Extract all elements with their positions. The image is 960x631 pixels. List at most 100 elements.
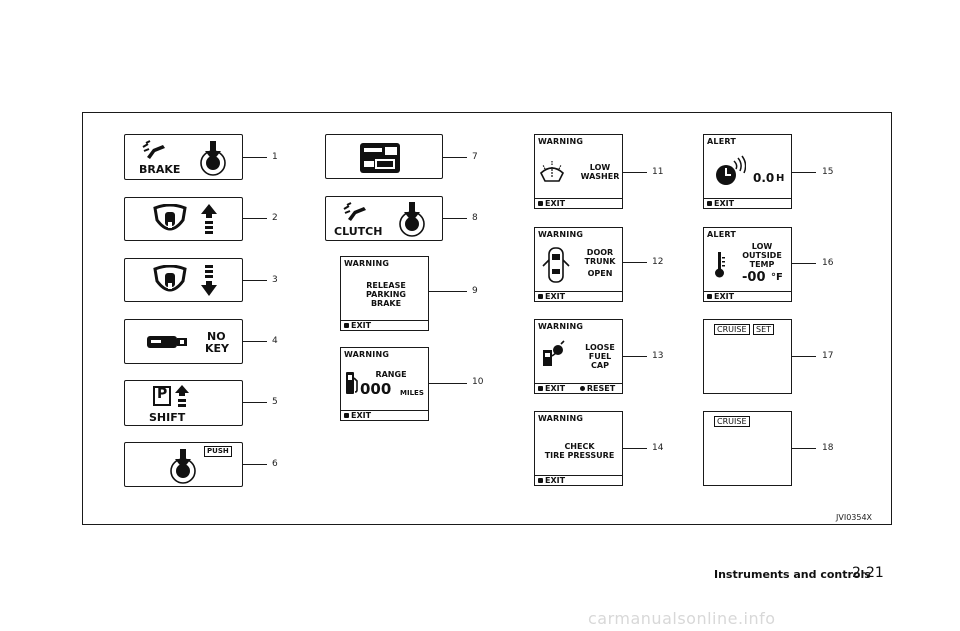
leader-line-6 [243, 464, 267, 465]
arrow-down-icon [201, 265, 217, 296]
leader-line-3 [243, 280, 267, 281]
exit-label: EXIT [714, 292, 735, 301]
warning-loose-fuel-cap: WARNING LOOSE FUEL CAP EXIT RESET [534, 319, 623, 394]
callout-1: 1 [272, 152, 278, 162]
leader-line-5 [243, 402, 267, 403]
warning-header: WARNING [538, 137, 584, 146]
exit-label: EXIT [351, 321, 372, 330]
callout-4: 4 [272, 336, 278, 346]
indicator-key-battery: E [325, 134, 443, 179]
callout-5: 5 [272, 397, 278, 407]
exit-label: EXIT [545, 199, 566, 208]
exit-bar: EXIT [704, 198, 791, 208]
leader-line-1 [243, 157, 267, 158]
leader-line-18 [792, 448, 816, 449]
message-line-3: BRAKE [370, 299, 402, 308]
callout-8: 8 [472, 213, 478, 223]
callout-17: 17 [822, 351, 834, 361]
message-line-3: TEMP [749, 260, 775, 269]
fuel-pump-icon [346, 372, 358, 394]
figure-frame [82, 112, 892, 525]
message-line-2: TRUNK [584, 257, 616, 266]
exit-icon [707, 294, 712, 299]
car-top-view-icon [542, 247, 570, 283]
leader-line-12 [623, 262, 647, 263]
exit-icon [344, 323, 349, 328]
indicator-push-start: PUSH [124, 442, 243, 487]
message-line-1: DOOR [586, 248, 614, 257]
indicator-no-key: NO KEY [124, 319, 243, 364]
warning-door-trunk-open: WARNING DOOR TRUNK OPEN EXIT [534, 227, 623, 302]
exit-bar: EXIT [535, 198, 622, 208]
e-tag: E [403, 162, 408, 169]
clock-alert-icon [716, 155, 746, 185]
warning-low-washer: WARNING LOW WASHER EXIT [534, 134, 623, 209]
section-title: Instruments and controls [714, 568, 871, 581]
warning-header: WARNING [538, 414, 584, 423]
message-line-2: PARKING [366, 290, 406, 299]
alert-low-outside-temp: ALERT LOW OUTSIDE TEMP -00 °F EXIT [703, 227, 792, 302]
exit-icon [344, 413, 349, 418]
leader-line-17 [792, 356, 816, 357]
alert-header: ALERT [707, 230, 737, 239]
push-tag: PUSH [204, 446, 232, 457]
indicator-clutch: CLUTCH [325, 196, 443, 241]
callout-14: 14 [652, 443, 664, 453]
brake-label: BRAKE [139, 163, 181, 176]
exit-bar: EXIT [341, 410, 428, 420]
steering-lock-icon [153, 265, 187, 292]
callout-11: 11 [652, 167, 664, 177]
foot-press-icon [142, 140, 165, 159]
message-line-1: LOW [751, 242, 773, 251]
leader-line-14 [623, 448, 647, 449]
exit-label: EXIT [545, 292, 566, 301]
callout-15: 15 [822, 167, 834, 177]
message-line-1: CHECK [564, 442, 595, 451]
arrow-up-icon [201, 204, 217, 234]
callout-6: 6 [272, 459, 278, 469]
indicator-brake: BRAKE [124, 134, 243, 180]
time-unit: H [776, 173, 785, 184]
thermometer-icon [715, 252, 725, 278]
message-line-1: LOOSE [585, 343, 615, 352]
exit-icon [707, 201, 712, 206]
callout-9: 9 [472, 286, 478, 296]
time-value: 0.0 [753, 171, 775, 185]
range-label: RANGE [375, 370, 407, 379]
temp-value: -00 [742, 270, 766, 285]
shift-label: SHIFT [149, 411, 186, 424]
warning-check-tire-pressure: WARNING CHECK TIRE PRESSURE EXIT [534, 411, 623, 486]
warning-header: WARNING [344, 259, 390, 268]
callout-10: 10 [472, 377, 484, 387]
page-number: 2-21 [852, 565, 884, 581]
cruise-display: CRUISE [703, 411, 792, 486]
exit-icon [538, 294, 543, 299]
leader-line-9 [429, 291, 467, 292]
no-label: NO [207, 330, 226, 343]
watermark: carmanualsonline.info [588, 609, 776, 628]
indicator-p-shift: P SHIFT [124, 380, 243, 426]
reset-label: RESET [586, 384, 616, 393]
leader-line-15 [792, 172, 816, 173]
message-line-1: RELEASE [366, 281, 406, 290]
park-letter-box [153, 386, 171, 406]
fuel-cap-icon [543, 340, 565, 366]
range-value: 000 [360, 380, 392, 398]
start-button-icon [399, 202, 425, 237]
exit-icon [538, 478, 543, 483]
cruise-set-display: CRUISE SET [703, 319, 792, 394]
callout-13: 13 [652, 351, 664, 361]
callout-7: 7 [472, 152, 478, 162]
leader-line-2 [243, 218, 267, 219]
start-button-icon [200, 141, 226, 176]
leader-line-11 [623, 172, 647, 173]
indicator-steering-lock-up [124, 197, 243, 241]
exit-icon [538, 386, 543, 391]
cruise-tag: CRUISE [714, 324, 750, 335]
callout-2: 2 [272, 213, 278, 223]
exit-bar: EXIT [535, 291, 622, 301]
key-battery-icon [360, 143, 400, 173]
exit-bar: EXIT [535, 475, 622, 485]
alert-header: ALERT [707, 137, 737, 146]
start-button-icon [170, 449, 196, 484]
